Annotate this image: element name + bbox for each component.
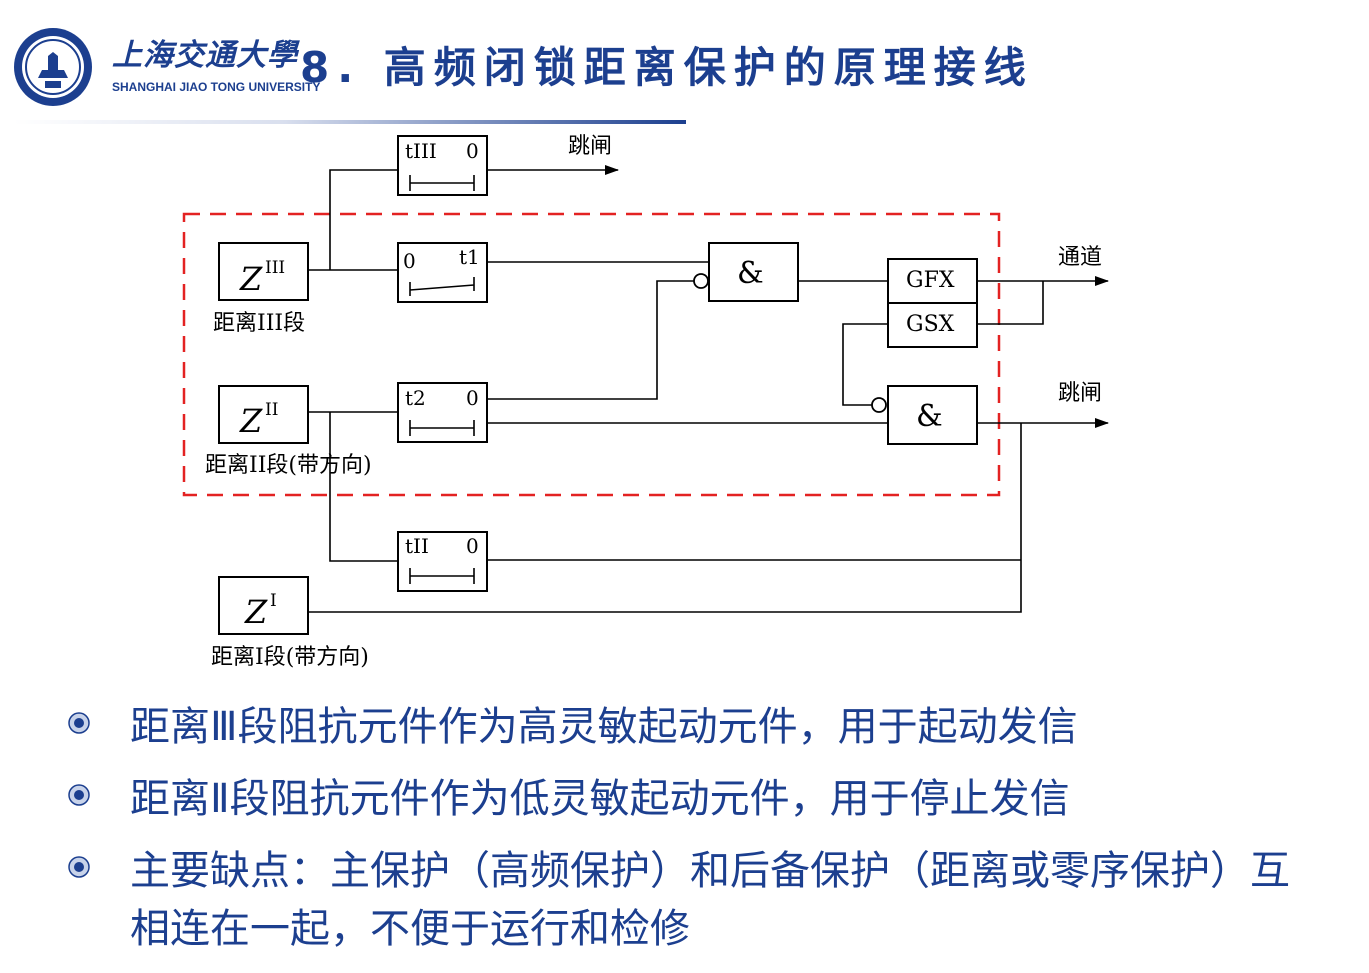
wire-z3-tIII: [329, 169, 398, 270]
wire-gsx-loop: [977, 281, 1044, 325]
output-channel: 通道: [1058, 245, 1102, 270]
timer-t2: t2 0: [397, 382, 488, 443]
bullet-item: 主要缺点：主保护（高频保护）和后备保护（距离或零序保护）互相连在一起，不便于运行…: [60, 842, 1320, 958]
timer-tII-right: 0: [466, 534, 479, 558]
bullet-icon: [68, 856, 90, 878]
and-gate-2: &: [871, 385, 978, 445]
bullet-list: 距离Ⅲ段阻抗元件作为高灵敏起动元件，用于起动发信 距离Ⅱ段阻抗元件作为低灵敏起动…: [60, 698, 1320, 972]
and-gate-1-symbol: &: [737, 256, 764, 291]
output-trip-right: 跳闸: [1058, 381, 1102, 406]
timer-t1: 0 t1: [397, 242, 488, 303]
relay-z2-symbol: Z: [239, 402, 263, 440]
wire-gsx-and2: [842, 323, 888, 406]
relay-z3: Z III 距离III段: [213, 242, 309, 336]
timer-tII: tII 0: [397, 531, 488, 592]
bullet-text: 距离Ⅲ段阻抗元件作为高灵敏起动元件，用于起动发信: [130, 704, 1078, 750]
relay-z3-sup: III: [265, 258, 285, 278]
wire-t2-and1: [487, 280, 694, 400]
slide-header: 上海交通大學 SHANGHAI JIAO TONG UNIVERSITY 8. …: [0, 0, 1369, 124]
university-name-cn: 上海交通大學: [112, 38, 298, 73]
relay-z2-sup: II: [265, 400, 278, 420]
bullet-text: 距离Ⅱ段阻抗元件作为低灵敏起动元件，用于停止发信: [130, 776, 1070, 822]
relay-z3-label: 距离III段: [213, 311, 305, 336]
inverter-bubble-1: [693, 273, 709, 289]
relay-z3-symbol: Z: [239, 260, 263, 298]
timer-t1-left: 0: [403, 249, 416, 273]
timer-tIII-left: tIII: [405, 139, 437, 163]
timer-t2-right: 0: [466, 386, 479, 410]
bullet-item: 距离Ⅲ段阻抗元件作为高灵敏起动元件，用于起动发信: [60, 698, 1320, 756]
university-name-en: SHANGHAI JIAO TONG UNIVERSITY: [112, 80, 321, 94]
bullet-text: 主要缺点：主保护（高频保护）和后备保护（距离或零序保护）互相连在一起，不便于运行…: [130, 848, 1290, 952]
gsx-label: GSX: [906, 312, 955, 337]
title-underline: [14, 120, 686, 124]
transmitter-block: GFX GSX: [887, 258, 978, 348]
timer-tIII: tIII 0: [397, 135, 488, 196]
wire-z2-tII: [329, 412, 398, 562]
timer-t1-right: t1: [459, 245, 480, 269]
schematic-diagram: Z III 距离III段 Z II 距离II段(带方向) Z I 距离I段(带方…: [182, 134, 1109, 670]
relay-z2-label: 距离II段(带方向): [205, 453, 372, 478]
relay-z1-symbol: Z: [244, 593, 268, 631]
and-gate-1: &: [693, 242, 799, 302]
and-gate-2-symbol: &: [916, 399, 943, 434]
wire-z1-bus: [308, 423, 1022, 613]
slide-title: 8. 高频闭锁距离保护的原理接线: [300, 43, 1034, 92]
timer-tII-left: tII: [405, 534, 429, 558]
output-trip-top: 跳闸: [568, 134, 612, 159]
relay-z2: Z II 距离II段(带方向): [205, 385, 372, 478]
timer-t2-left: t2: [405, 386, 426, 410]
bullet-icon: [68, 712, 90, 734]
bullet-icon: [68, 784, 90, 806]
gfx-label: GFX: [906, 268, 955, 293]
bullet-item: 距离Ⅱ段阻抗元件作为低灵敏起动元件，用于停止发信: [60, 770, 1320, 828]
timer-tIII-right: 0: [466, 139, 479, 163]
relay-z1-sup: I: [270, 591, 277, 611]
inverter-bubble-2: [871, 397, 887, 413]
relay-z1-label: 距离I段(带方向): [211, 645, 369, 670]
relay-z1: Z I 距离I段(带方向): [211, 576, 369, 670]
university-logo: [14, 28, 92, 106]
